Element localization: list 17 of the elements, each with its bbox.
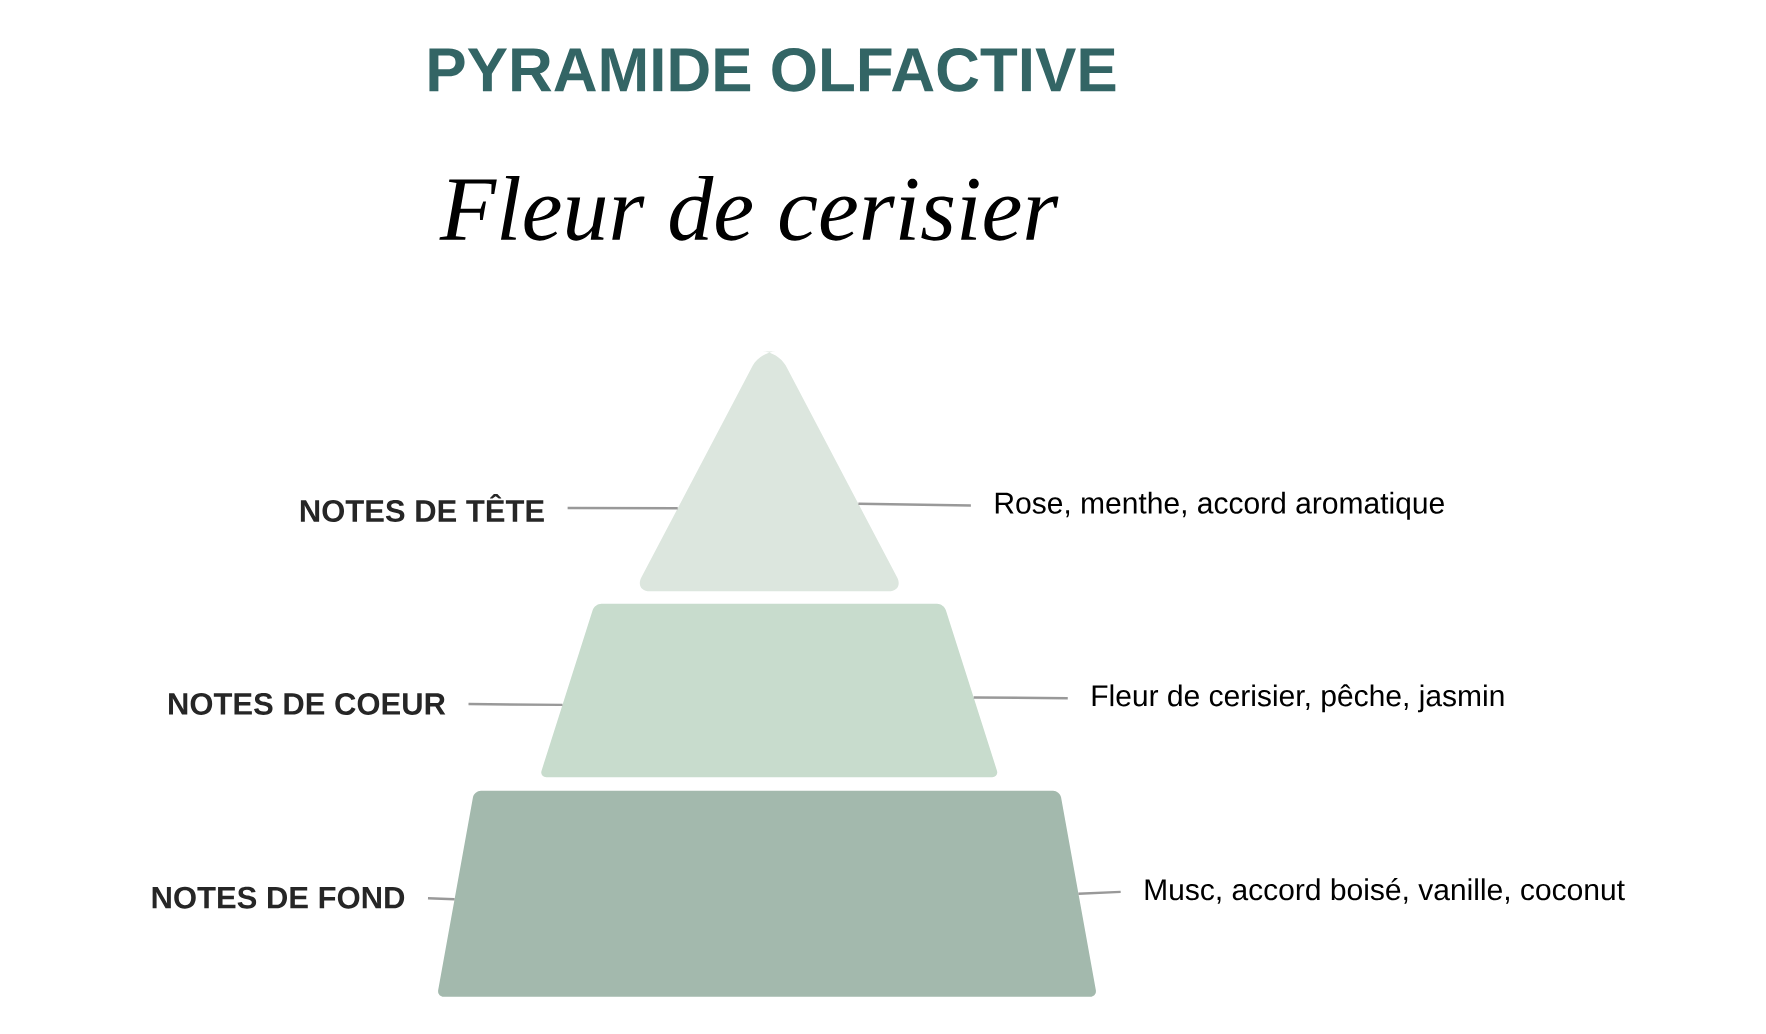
layer-label: NOTES DE TÊTE [300, 494, 544, 523]
layer-label: NOTES DE FOND [152, 886, 405, 909]
notes-text: Musc, accord boisé, vanille, coconut [1145, 877, 1625, 904]
leader-line [973, 696, 1068, 700]
leader-line [858, 502, 971, 507]
pyramid-layer [438, 790, 1096, 997]
leader-line [427, 897, 455, 901]
pyramid-layer [639, 351, 899, 592]
pyramid-layer [541, 603, 998, 778]
leader-line [1078, 890, 1121, 895]
layer-label: NOTES DE COEUR [169, 693, 446, 715]
notes-text: Rose, menthe, accord aromatique [995, 491, 1444, 520]
notes-text: Fleur de cerisier, pêche, jasmin [1092, 684, 1504, 713]
leader-line [567, 506, 678, 510]
leader-line [468, 702, 563, 707]
subtitle: Fleur de cerisier [439, 175, 1059, 241]
heading: PYRAMIDE OLFACTIVE [429, 47, 1116, 92]
